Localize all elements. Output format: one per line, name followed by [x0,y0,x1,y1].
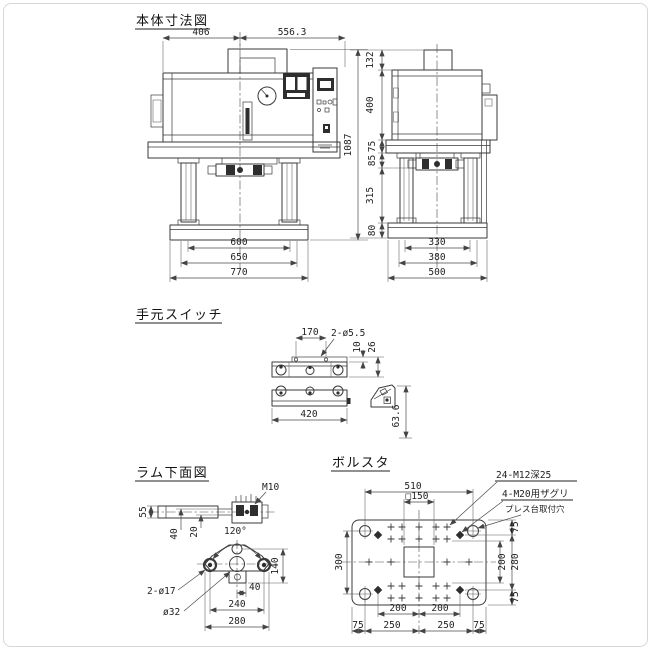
dim-40v: 40 [169,528,180,540]
dim-650: 650 [230,252,247,263]
dim-angle: 120° [224,526,247,537]
dim-75-top: 75 [510,521,521,532]
callout-m20: 4-M20用ザグリ [502,488,569,500]
ram-assembly [207,157,278,177]
dim-510: 510 [404,481,421,492]
dim-55: 55 [138,506,149,517]
m20-counterbores [373,530,465,595]
dim-556: 556.3 [278,27,307,38]
callout-2d17: 2-ø17 [147,586,176,597]
dim-330: 330 [428,237,445,248]
bolster-plan-view: 510 □150 300 75 280 75 200 [334,470,577,634]
dim-240: 240 [228,599,245,610]
dim-200-b: 200 [431,603,448,614]
dim-85: 85 [367,155,378,166]
dim-315: 315 [365,187,376,204]
side-view: 132 400 75 85 315 80 330 380 500 [350,44,498,282]
dim-406: 406 [192,27,209,38]
dim-280-right: 280 [510,553,521,570]
dim-75-bottom: 75 [510,591,521,602]
m12-holes [365,523,473,602]
dim-420: 420 [300,409,317,420]
section-title: 手元スイッチ [136,308,223,323]
ram-bottom-view: 120° 140 40 240 280 2-ø17 ø32 [147,526,288,631]
section-title: ラム下面図 [136,466,208,481]
callout-d32: ø32 [163,607,180,618]
dim-200-a: 200 [389,603,406,614]
section-title: 本体寸法図 [136,14,209,29]
counter-display [283,73,310,99]
dim-380: 380 [428,252,445,263]
section-hand-switch: 手元スイッチ 170 2-ø5.5 [135,308,412,439]
dim-80: 80 [367,225,378,237]
dim-1087: 1087 [343,134,354,157]
dim-400: 400 [365,96,376,113]
ram-side-view: M10 55 40 20 [138,482,279,540]
front-view: 406 556.3 600 650 770 [147,27,346,282]
switch-top-view: 420 [271,385,351,424]
switch-side-view: 63.6 [370,384,412,439]
pressure-gauge [257,86,277,106]
dim-63-6: 63.6 [391,404,402,427]
dim-sq150: □150 [406,491,429,502]
dim-26: 26 [367,341,378,353]
overall-height-dim: 1087 [290,49,368,241]
callout-m10: M10 [262,482,279,493]
callout-mount-holes: プレス台取付穴 [505,504,565,515]
columns [177,157,301,226]
section-title: ボルスタ [332,456,390,471]
section-bolster: ボルスタ [331,456,577,634]
callout-holes: 2-ø5.5 [331,328,365,339]
dim-75: 75 [367,141,378,152]
dim-40: 40 [249,582,261,593]
dim-140: 140 [270,557,281,574]
dim-600: 600 [230,237,247,248]
dim-170: 170 [301,327,318,338]
dim-280: 280 [228,616,245,627]
dim-250-b: 250 [437,620,454,631]
switch-front-view: 170 2-ø5.5 10 26 [271,327,384,378]
dim-75-right: 75 [473,620,484,631]
control-panel [312,67,338,153]
callout-m12: 24-M12深25 [496,470,551,481]
dim-770: 770 [230,267,247,278]
mounting-holes [357,523,481,602]
dim-250-a: 250 [383,620,400,631]
dim-75-left: 75 [352,620,363,631]
section-main-body: 本体寸法図 [135,14,498,282]
dim-300: 300 [334,553,345,570]
dim-20: 20 [189,526,200,538]
dim-132: 132 [365,51,376,68]
dim-500: 500 [428,267,445,278]
bolt-holes-17 [202,557,272,573]
dim-200-right: 200 [497,553,508,570]
dim-10: 10 [352,341,363,353]
section-ram-bottom: ラム下面図 M10 55 40 20 [135,466,288,631]
